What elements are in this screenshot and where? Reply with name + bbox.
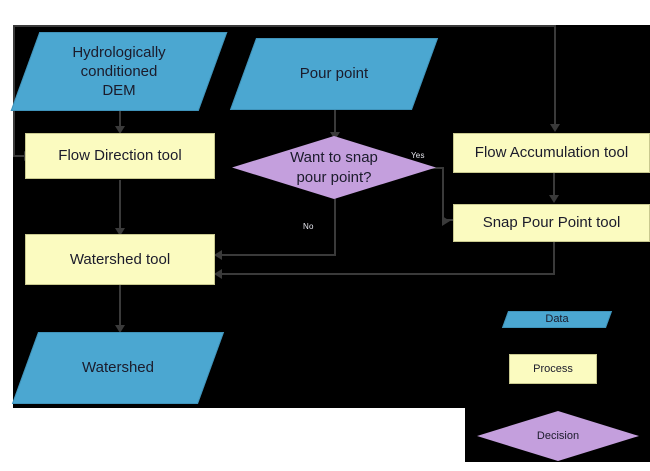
arrowhead-snap-pour-point-in (442, 216, 450, 226)
arrowhead-snap-into-watershed (214, 269, 222, 279)
connector-no-left (218, 254, 336, 256)
arrowhead-dem-to-flow-direction (115, 126, 125, 134)
connector-into-flow-direction (13, 155, 26, 157)
parallelogram-background (11, 332, 225, 404)
connector-snap-left (218, 273, 555, 275)
node-snap-pour-point-tool[interactable]: Snap Pour Point tool (453, 204, 650, 242)
connector-accumulation-to-snap (553, 173, 555, 197)
arrowhead-decision-in (330, 132, 340, 140)
arrowhead-flow-direction-to-watershed (115, 228, 125, 236)
connector-watershed-tool-to-output (119, 285, 121, 329)
legend-item-data: Data (501, 311, 613, 328)
connector-pour-point-to-decision (334, 110, 336, 136)
diamond-background (477, 411, 639, 461)
node-watershed-tool[interactable]: Watershed tool (25, 234, 215, 285)
node-label-flow-direction-tool: Flow Direction tool (58, 147, 182, 165)
connector-top-rail (13, 25, 555, 27)
legend-item-process: Process (509, 354, 597, 384)
connector-no-down (334, 198, 336, 255)
connector-left-down (13, 25, 15, 156)
arrowhead-accumulation-to-snap (549, 195, 559, 203)
parallelogram-background (229, 38, 439, 110)
arrowhead-no-into-watershed (214, 250, 222, 260)
node-flow-direction-tool[interactable]: Flow Direction tool (25, 133, 215, 179)
node-label-flow-accumulation-tool: Flow Accumulation tool (474, 144, 629, 162)
node-label-watershed-tool: Watershed tool (69, 250, 171, 268)
connector-dem-to-flow-direction (119, 110, 121, 130)
connector-yes-down (442, 167, 444, 220)
connector-yes-into-snap (442, 219, 454, 221)
node-snap-decision[interactable]: Want to snap pour point? (232, 136, 436, 199)
node-hydrologically-conditioned-dem[interactable]: Hydrologically conditioned DEM (10, 32, 228, 111)
parallelogram-background (501, 311, 613, 328)
arrowhead-flow-accumulation-in (550, 124, 560, 132)
branch-label-yes: Yes (411, 151, 425, 160)
node-watershed-output[interactable]: Watershed (11, 332, 225, 404)
connector-flow-direction-to-watershed (119, 180, 121, 232)
branch-label-no: No (303, 222, 314, 231)
node-flow-accumulation-tool[interactable]: Flow Accumulation tool (453, 133, 650, 173)
node-label-snap-pour-point-tool: Snap Pour Point tool (482, 214, 621, 232)
arrowhead-watershed-output (115, 325, 125, 333)
legend-label-process: Process (533, 362, 573, 375)
legend-item-decision: Decision (477, 411, 639, 461)
parallelogram-background (10, 32, 228, 111)
connector-right-down-to-accumulation (554, 25, 556, 126)
node-pour-point[interactable]: Pour point (229, 38, 439, 110)
diamond-background (232, 136, 436, 199)
connector-snap-down (553, 241, 555, 275)
